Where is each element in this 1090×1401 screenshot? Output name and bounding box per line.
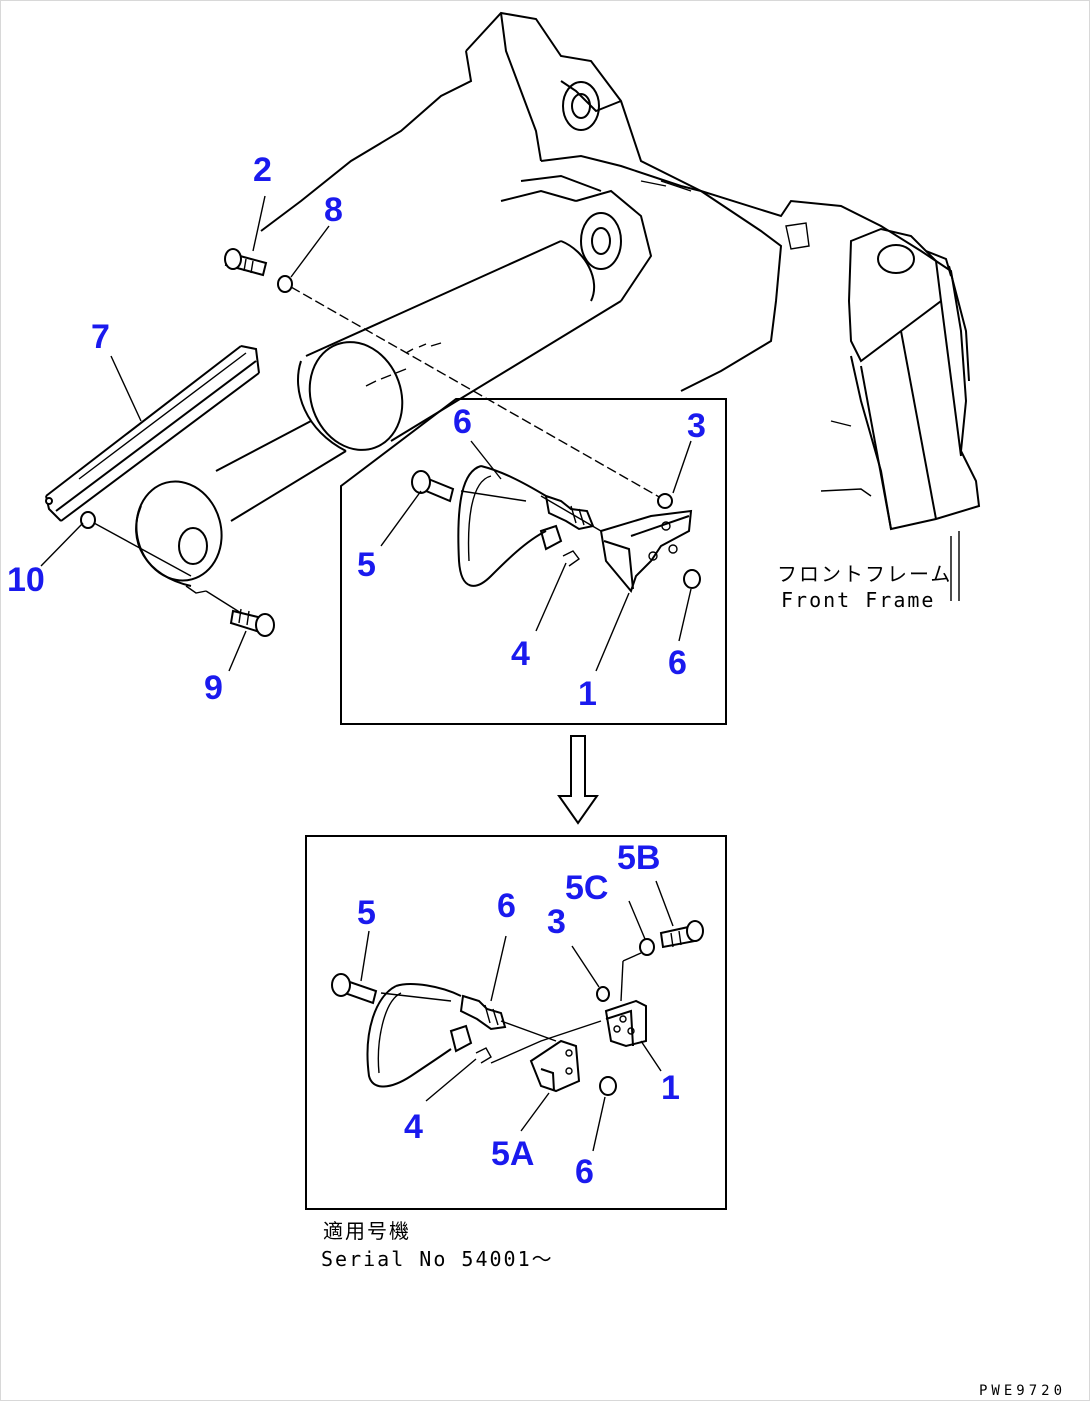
callouts-top: 2 8 7 10 9	[7, 151, 343, 707]
callout-box1-1: 1	[578, 675, 597, 713]
callout-box1-6-top: 6	[453, 403, 472, 441]
callout-8: 8	[324, 191, 343, 229]
callout-box2-6-bottom: 6	[575, 1153, 594, 1191]
callout-box2-3: 3	[547, 903, 566, 941]
part-8-washer	[277, 275, 293, 293]
revision-arrow	[557, 735, 599, 825]
serial-label-jp: 適用号機	[323, 1219, 411, 1243]
front-frame-label-en: Front Frame	[781, 588, 935, 612]
detail-box-original	[340, 398, 727, 725]
leader-lines	[40, 195, 692, 1152]
part-9-bolt	[229, 608, 275, 637]
callout-box1-5: 5	[357, 546, 376, 584]
serial-label-en: Serial No 54001〜	[321, 1247, 554, 1271]
callout-9: 9	[204, 669, 223, 707]
callout-box2-5C: 5C	[565, 869, 608, 907]
front-frame-structure	[260, 11, 981, 601]
callout-box2-6-top: 6	[497, 887, 516, 925]
serial-note: 適用号機 Serial No 54001〜	[321, 1219, 554, 1271]
front-frame-label-jp: フロントフレーム	[777, 562, 952, 586]
callout-10: 10	[7, 561, 45, 599]
part-7-guard-plate	[45, 345, 260, 522]
callout-box2-5A: 5A	[491, 1135, 534, 1173]
detail-box-revised	[305, 835, 727, 1210]
lift-cylinder	[135, 240, 622, 594]
callout-7: 7	[91, 318, 110, 356]
callout-box2-4: 4	[404, 1108, 423, 1146]
callouts-box2: 5B 5C 5 6 3 1 4 5A 6	[357, 839, 680, 1191]
callout-box2-5B: 5B	[617, 839, 660, 877]
callout-box2-1: 1	[661, 1069, 680, 1107]
drawing-code: PWE9720	[979, 1383, 1066, 1399]
callout-box2-5: 5	[357, 894, 376, 932]
callouts-box1: 6 3 5 4 1 6	[357, 403, 706, 713]
callout-2: 2	[253, 151, 272, 189]
part-2-bolt	[224, 248, 268, 277]
callout-box1-4: 4	[511, 635, 530, 673]
callout-box1-6-bottom: 6	[668, 644, 687, 682]
callout-box1-3: 3	[687, 407, 706, 445]
front-frame-label: フロントフレーム Front Frame	[777, 562, 952, 612]
part-10-washer	[80, 511, 96, 529]
